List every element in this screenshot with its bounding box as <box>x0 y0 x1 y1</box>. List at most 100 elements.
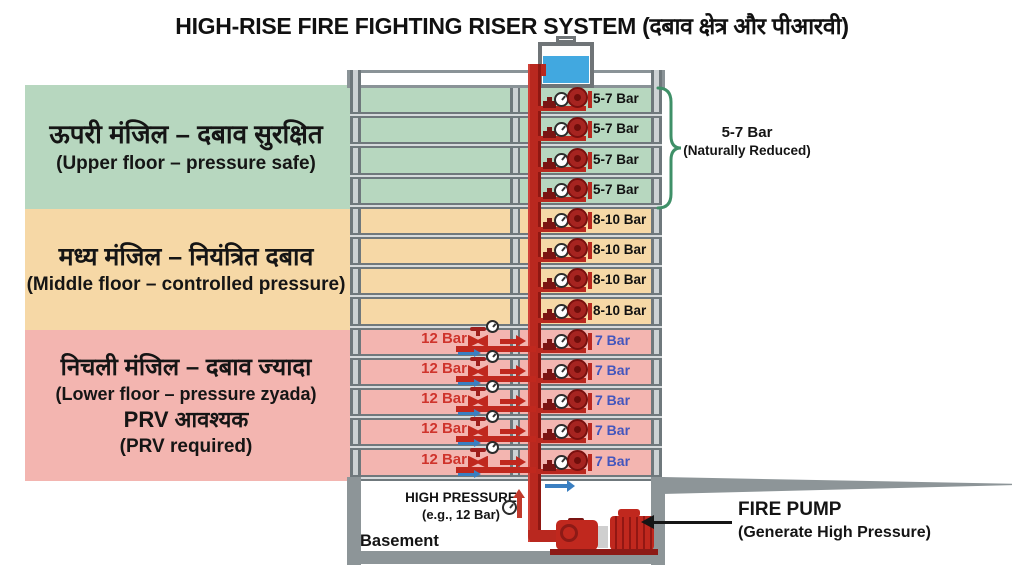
hose-reel-icon <box>567 419 588 441</box>
floor-slab <box>350 474 662 481</box>
pump-motor-cap <box>618 509 640 517</box>
branch-pipe <box>536 408 586 414</box>
hose-reel-icon <box>567 208 588 229</box>
ground-line <box>662 477 1012 494</box>
lower-zone-prv-english-text: (PRV required) <box>119 435 253 457</box>
valve-icon <box>543 157 556 169</box>
hose-reel-icon <box>567 449 588 471</box>
valve-icon <box>543 308 556 320</box>
bypass-arrow-head <box>474 379 481 387</box>
inlet-pressure-label: 12 Bar <box>421 390 467 408</box>
floor-slab <box>350 112 662 119</box>
branch-pipe <box>536 468 586 474</box>
basement-label: Basement <box>360 532 439 550</box>
high-pressure-value: (e.g., 12 Bar) <box>421 507 501 522</box>
hose-reel-icon <box>567 389 588 411</box>
pressure-label: 5-7 Bar <box>593 181 639 197</box>
floor-slab <box>350 263 662 270</box>
high-pressure-arrow-head <box>513 489 525 498</box>
hose-bracket <box>588 302 592 320</box>
floor-slab <box>350 142 662 149</box>
upper-zone-english-text: (Upper floor – pressure safe) <box>56 152 316 174</box>
bypass-arrow <box>545 484 567 488</box>
hose-reel-icon <box>567 177 588 199</box>
hose-reel-icon <box>567 87 588 109</box>
hose-reel-icon <box>567 117 588 139</box>
floor-slab <box>350 353 662 360</box>
outlet-pressure-label: 7 Bar <box>595 392 631 409</box>
prv-stem <box>476 451 480 457</box>
hose-bracket <box>588 181 592 199</box>
floor-slab <box>350 323 662 330</box>
prv-gauge-icon <box>486 350 499 363</box>
hose-reel-icon <box>567 359 588 380</box>
lower-zone-prv-hindi-text: PRV आवश्यक <box>123 407 249 433</box>
bypass-arrow-head <box>474 439 481 448</box>
prv-icon <box>468 395 488 409</box>
pump-base <box>550 549 658 555</box>
page-title: HIGH-RISE FIRE FIGHTING RISER SYSTEM (दब… <box>175 13 849 39</box>
floor-slab <box>350 384 662 390</box>
floor-slab <box>350 444 662 451</box>
floor-slab <box>350 414 662 421</box>
hose-reel-icon <box>567 238 588 260</box>
prv-stem <box>476 361 480 366</box>
pressure-label: 5-7 Bar <box>593 121 639 137</box>
flow-arrow-head <box>516 425 526 438</box>
pressure-label: 8-10 Bar <box>593 212 647 227</box>
bracket-note-pressure: 5-7 Bar <box>721 124 773 141</box>
hose-bracket <box>588 453 592 471</box>
valve-icon <box>543 127 556 139</box>
hose-bracket <box>588 151 592 169</box>
prv-gauge-icon <box>486 380 499 394</box>
valve-icon <box>543 369 556 380</box>
middle-zone-english-text: (Middle floor – controlled pressure) <box>26 274 346 296</box>
outlet-pressure-label: 7 Bar <box>595 331 631 348</box>
flow-arrow <box>500 369 516 374</box>
flow-arrow-head <box>516 455 526 468</box>
flow-arrow <box>500 399 516 405</box>
fire-pump-label: FIRE PUMP <box>738 499 842 520</box>
prv-gauge-icon <box>486 410 499 424</box>
left-wall <box>350 70 361 481</box>
pump-impeller <box>560 524 578 542</box>
outlet-pressure-label: 7 Bar <box>595 422 631 439</box>
hose-bracket <box>588 272 592 290</box>
branch-pipe <box>536 378 586 383</box>
prv-inlet-pipe <box>456 436 536 443</box>
branch-pipe <box>536 317 586 323</box>
bracket-note-detail: (Naturally Reduced) <box>683 143 811 158</box>
fire-pump-pointer-head <box>641 515 654 529</box>
inlet-pressure-label: 12 Bar <box>421 450 467 468</box>
hose-bracket <box>588 91 592 109</box>
bypass-arrow-head <box>474 469 481 478</box>
prv-inlet-pipe <box>456 345 536 352</box>
riser-pipe <box>528 64 541 542</box>
upper-zone-hindi-text: ऊपरी मंजिल – दबाव सुरक्षित <box>49 118 323 149</box>
hose-bracket <box>588 242 592 260</box>
bypass-arrow <box>458 472 474 476</box>
bypass-arrow-head <box>474 409 481 418</box>
prv-gauge-icon <box>486 440 499 454</box>
branch-pipe <box>536 166 586 172</box>
valve-icon <box>543 338 556 350</box>
valve-icon <box>543 218 556 229</box>
flow-arrow <box>500 459 516 465</box>
valve-icon <box>543 459 556 471</box>
hose-reel-icon <box>567 298 588 320</box>
hose-reel-icon <box>567 147 588 169</box>
prv-icon <box>468 455 488 469</box>
pressure-label: 8-10 Bar <box>593 272 647 288</box>
bypass-arrow <box>458 412 474 416</box>
floor-slab <box>350 202 662 209</box>
prv-gauge-icon <box>486 319 499 333</box>
hose-bracket <box>588 423 592 441</box>
high-pressure-label: HIGH PRESSURE <box>405 490 517 505</box>
hose-bracket <box>588 212 592 229</box>
floor-slab <box>350 172 662 179</box>
hose-reel-icon <box>567 268 588 290</box>
prv-handwheel-icon <box>470 447 486 452</box>
branch-pipe <box>536 287 586 293</box>
branch-pipe <box>536 227 586 232</box>
hose-bracket <box>588 393 592 411</box>
